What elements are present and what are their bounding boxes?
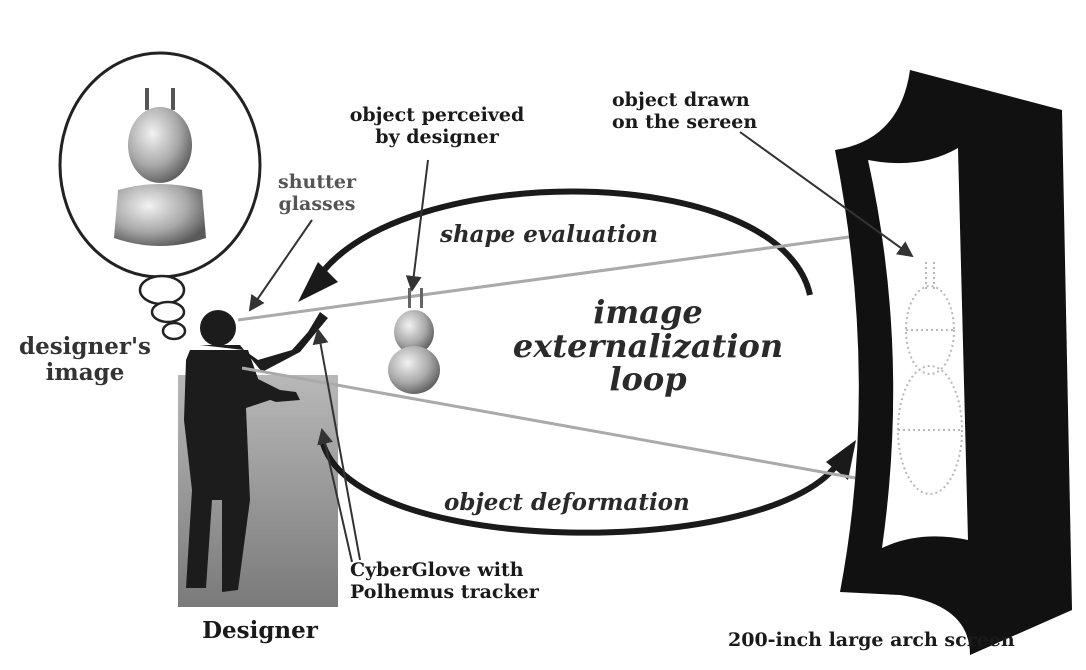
shutter-line1: shutter: [278, 171, 356, 193]
loop-line3: loop: [609, 360, 687, 399]
arch-screen: [835, 70, 1072, 655]
shutter-line2: glasses: [278, 192, 356, 215]
designer-photo: [178, 310, 338, 607]
screen-label: 200-inch large arch screen: [728, 629, 1015, 651]
loop-line2: externalization: [512, 326, 784, 365]
designer-label: Designer: [202, 617, 318, 644]
loop-line1: image: [593, 293, 703, 331]
object-perceived-label: object perceived by designer: [322, 104, 552, 149]
shape-evaluation-label: shape evaluation: [440, 221, 658, 248]
thought-bubble: [58, 51, 262, 341]
designers-image-line2: image: [45, 359, 125, 387]
object-drawn-line1: object drawn: [612, 89, 750, 111]
cyberglove-line1: CyberGlove with: [350, 559, 524, 581]
object-perceived-line2: by designer: [375, 125, 499, 148]
cyberglove-label: CyberGlove with Polhemus tracker: [350, 559, 580, 604]
perceived-vase: [388, 288, 440, 394]
designers-image-label: designer's image: [10, 333, 160, 387]
object-perceived-line1: object perceived: [349, 104, 525, 126]
object-drawn-line2: on the sereen: [612, 110, 758, 133]
object-deformation-label: object deformation: [444, 489, 690, 516]
object-drawn-label: object drawn on the sereen: [612, 89, 812, 134]
shutter-glasses-label: shutter glasses: [262, 171, 372, 216]
loop-title: image externalization loop: [498, 293, 798, 399]
pointer-arrows: [248, 131, 914, 563]
designers-image-line1: designer's: [19, 333, 151, 360]
cyberglove-line2: Polhemus tracker: [350, 580, 539, 603]
